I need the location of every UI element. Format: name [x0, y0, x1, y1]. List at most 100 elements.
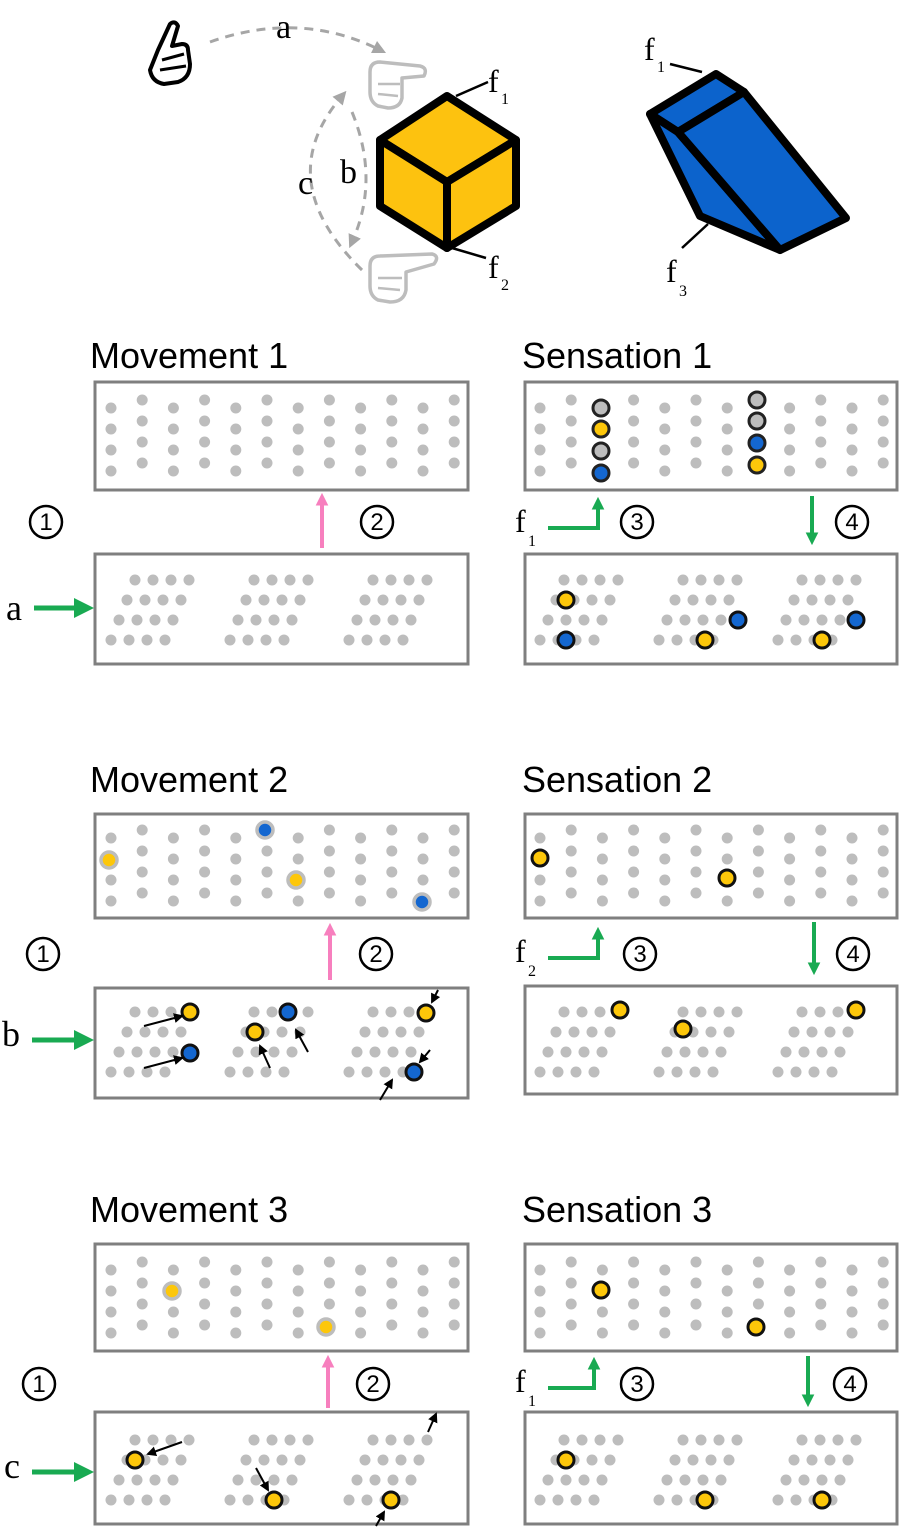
cell: [123, 1066, 135, 1078]
cell: [242, 1066, 254, 1078]
cell: [784, 402, 796, 414]
cell: [355, 895, 367, 907]
cell: [351, 1046, 363, 1058]
cell: [578, 614, 590, 626]
cell: [604, 1026, 616, 1038]
cell: [721, 444, 733, 456]
row-1: Movement 1 Sensation 1 1 2 3 4 a f 1: [6, 335, 899, 666]
cell: [292, 1285, 304, 1297]
cell: [814, 1434, 826, 1446]
cell: [558, 1434, 570, 1446]
cell: [534, 1264, 546, 1276]
cell: [232, 1474, 244, 1486]
cell: [230, 832, 242, 844]
cell: [248, 574, 260, 586]
cell: [323, 394, 335, 406]
cell: [355, 402, 367, 414]
svg-text:2: 2: [366, 1371, 379, 1398]
cell: [292, 465, 304, 477]
cell: [679, 1046, 691, 1058]
cell: [386, 1277, 398, 1289]
cell: [687, 594, 699, 606]
cell: [659, 895, 671, 907]
cell: [846, 832, 858, 844]
cell: [752, 1298, 764, 1310]
cell: [385, 574, 397, 586]
cell: [752, 887, 764, 899]
cell: [690, 394, 702, 406]
cell: [278, 1066, 290, 1078]
cell: [242, 1494, 254, 1506]
cell: [448, 1256, 460, 1268]
cell: [628, 824, 640, 836]
cell: [697, 1474, 709, 1486]
cell: [690, 845, 702, 857]
shift-arrow: [431, 989, 441, 1004]
svg-text:3: 3: [633, 941, 646, 968]
cell: [815, 845, 827, 857]
cell: [815, 394, 827, 406]
cell: [842, 1454, 854, 1466]
cell: [690, 824, 702, 836]
cell: [167, 444, 179, 456]
cell: [832, 574, 844, 586]
cell: [690, 1298, 702, 1310]
cell: [578, 1046, 590, 1058]
cell: [369, 614, 381, 626]
cell: [707, 1066, 719, 1078]
svg-text:4: 4: [846, 941, 859, 968]
cell: [669, 1454, 681, 1466]
cell: [877, 1277, 889, 1289]
cell: [165, 574, 177, 586]
cell: [355, 423, 367, 435]
cell: [534, 895, 546, 907]
cell: [292, 402, 304, 414]
cell: [323, 824, 335, 836]
cell: [784, 1264, 796, 1276]
cell: [323, 436, 335, 448]
cell: [588, 1066, 600, 1078]
cell: [814, 1006, 826, 1018]
cell: [276, 1454, 288, 1466]
cell: [721, 1306, 733, 1318]
cell: [261, 1319, 273, 1331]
cell: [199, 1277, 211, 1289]
cell: [386, 457, 398, 469]
cell: [659, 402, 671, 414]
cell: [131, 614, 143, 626]
cell: [784, 895, 796, 907]
cell: [266, 1434, 278, 1446]
cell: [578, 1474, 590, 1486]
cell: [690, 866, 702, 878]
cell: [877, 1298, 889, 1310]
cell: [784, 1285, 796, 1297]
cell: [224, 634, 236, 646]
top-illustration: a b c f 1 f 2 f 1 f 3: [148, 9, 850, 304]
cell: [129, 574, 141, 586]
active-cell: [278, 1002, 298, 1022]
cell: [286, 1474, 298, 1486]
cell: [697, 614, 709, 626]
cell: [690, 436, 702, 448]
cell: [576, 1434, 588, 1446]
svg-text:3: 3: [630, 509, 643, 536]
svg-text:1: 1: [39, 509, 52, 536]
cell: [113, 1474, 125, 1486]
cell: [323, 415, 335, 427]
cell: [659, 1327, 671, 1339]
cell: [105, 832, 117, 844]
cell: [669, 594, 681, 606]
cell: [721, 1327, 733, 1339]
cell: [824, 1026, 836, 1038]
cell: [141, 634, 153, 646]
cell: [417, 465, 429, 477]
cell: [136, 1277, 148, 1289]
active-cell: [812, 630, 832, 650]
blue-wedge: [646, 70, 850, 254]
cell: [261, 1298, 273, 1310]
cell: [224, 1494, 236, 1506]
cell: [250, 1046, 262, 1058]
cell: [842, 594, 854, 606]
input-label: b: [2, 1014, 20, 1054]
